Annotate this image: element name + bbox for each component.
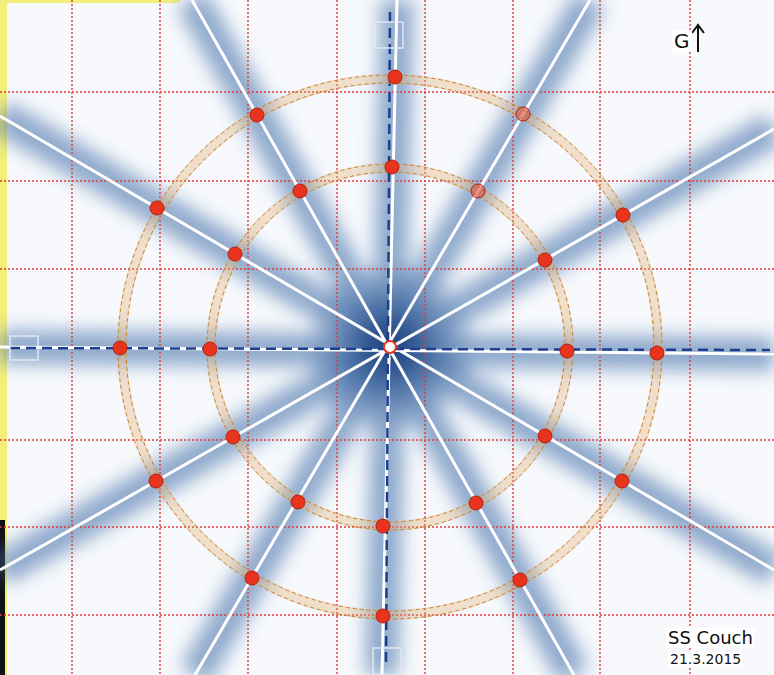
film-edge (0, 520, 5, 675)
reference-axes (10, 12, 770, 665)
gantry-label: G (672, 30, 692, 52)
film-edge (0, 0, 180, 3)
intersection-points (113, 70, 664, 623)
film-annotation: SS Couch (666, 628, 755, 648)
film-annotation: 21.3.2015 (668, 652, 743, 667)
centre-point (384, 341, 396, 353)
isocentre-circles (118, 75, 662, 619)
marker-squares (10, 22, 403, 675)
gantry-arrow (692, 25, 704, 52)
